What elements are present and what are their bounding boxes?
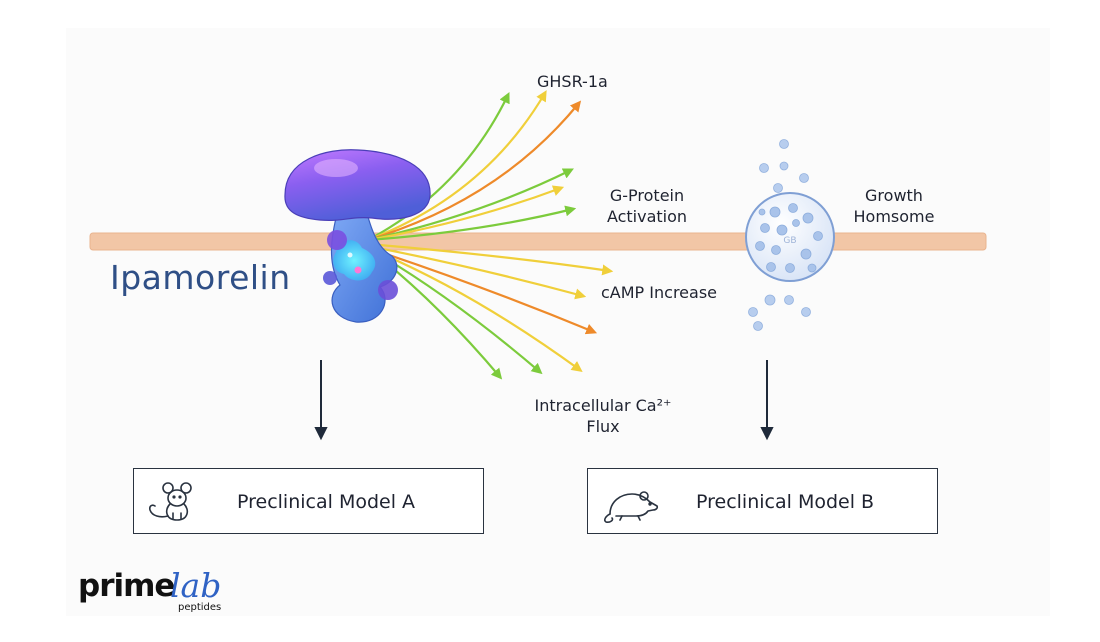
- model-b-box: Preclinical Model B: [587, 468, 938, 534]
- model-a-box: Preclinical Model A: [133, 468, 484, 534]
- signal-arrow: [366, 168, 574, 242]
- growth-hormone-vesicle: GB: [745, 139, 835, 331]
- signal-arrow: [366, 90, 547, 242]
- signal-arrow: [366, 242, 614, 276]
- signal-arrow: [366, 92, 510, 242]
- label-calcium-line2: Flux: [586, 417, 620, 436]
- label-gprotein: G-Protein Activation: [590, 185, 704, 227]
- signal-arrow: [366, 205, 577, 242]
- diagram-title: Ipamorelin: [110, 258, 291, 297]
- released-granules: [748, 139, 811, 331]
- label-gprotein-line2: Activation: [606, 207, 688, 226]
- mouse-front-icon: [149, 482, 192, 521]
- label-growth-line2: Homsome: [853, 207, 935, 226]
- vesicle-granules: [755, 203, 823, 273]
- receptor-cap: [284, 149, 431, 222]
- logo-sub-text: peptides: [178, 602, 222, 613]
- signal-arrows: [366, 90, 614, 380]
- label-calcium: Intracellular Ca²⁺ Flux: [510, 395, 696, 437]
- logo-lab-text: lab: [170, 566, 222, 605]
- label-ghsr: GHSR-1a: [537, 72, 608, 91]
- model-b-label: Preclinical Model B: [696, 491, 875, 513]
- signal-arrow: [366, 244, 587, 300]
- mouse-side-icon: [604, 491, 659, 523]
- signal-arrow: [366, 246, 598, 335]
- signal-arrow: [366, 100, 582, 242]
- signal-arrow: [366, 185, 565, 242]
- receptor-molecule: [284, 149, 431, 323]
- label-growth-line1: Growth: [865, 186, 923, 205]
- cell-membrane: [89, 232, 987, 251]
- label-calcium-line1: Intracellular Ca²⁺: [534, 396, 672, 415]
- down-arrows: [314, 360, 774, 441]
- label-gprotein-line1: G-Protein: [609, 186, 685, 205]
- ligand-blob: [333, 240, 376, 281]
- vesicle-label: GB: [783, 236, 796, 246]
- label-camp: cAMP Increase: [601, 283, 717, 302]
- model-a-label: Preclinical Model A: [237, 491, 416, 513]
- label-growth: Growth Homsome: [840, 185, 948, 227]
- primelab-logo: prime lab peptides: [78, 566, 238, 616]
- logo-prime-text: prime: [78, 568, 175, 604]
